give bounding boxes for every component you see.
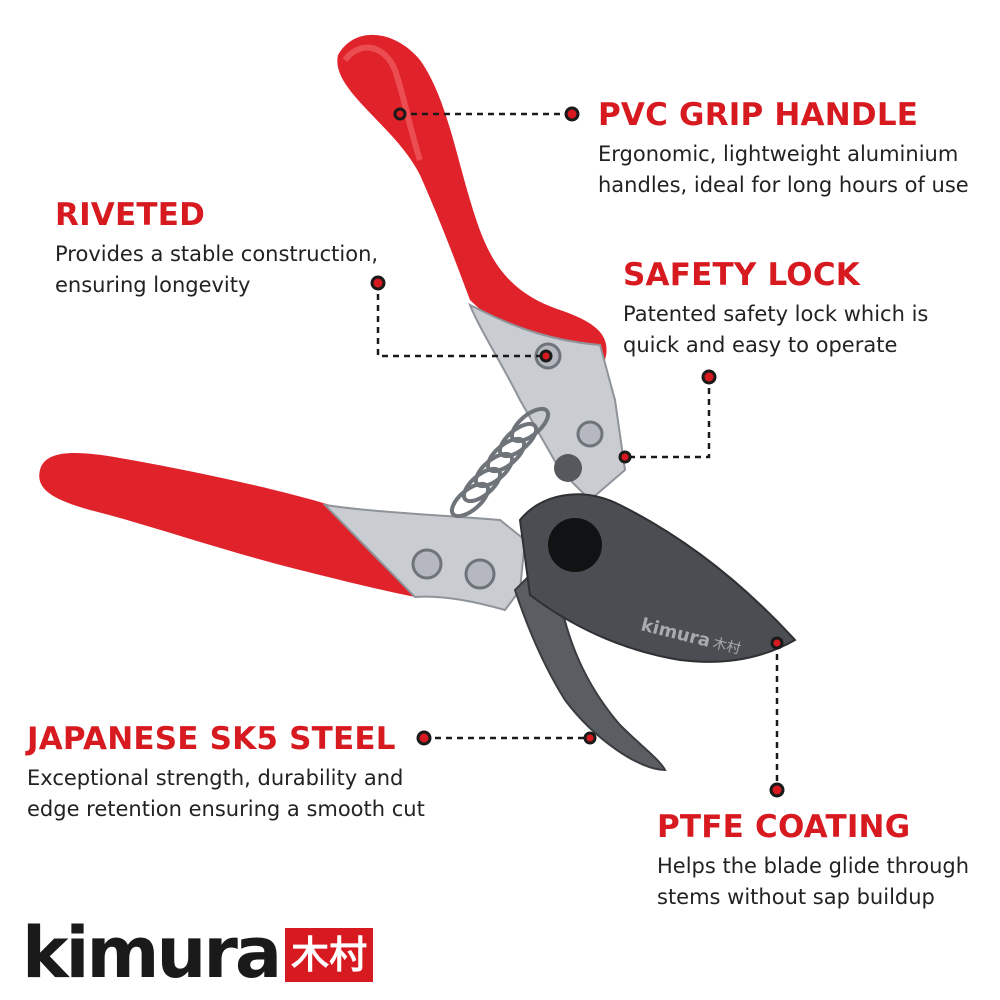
anvil-blade — [513, 558, 667, 772]
callout-title: JAPANESE SK5 STEEL — [27, 721, 396, 757]
callout-title: SAFETY LOCK — [623, 257, 861, 293]
safety-lock-knob — [554, 454, 582, 482]
callout-dot — [370, 275, 386, 291]
callout-dot — [416, 730, 432, 746]
callout-dot — [564, 106, 580, 122]
callout-title: PTFE COATING — [657, 809, 911, 845]
logo-kanji-badge: 木村 — [285, 928, 374, 982]
callout-description: Patented safety lock which is quick and … — [623, 302, 929, 357]
callout-safety-lock: SAFETY LOCK Patented safety lock which i… — [623, 260, 928, 361]
callout-pvc-grip: PVC GRIP HANDLE Ergonomic, lightweight a… — [598, 100, 969, 201]
callout-dot — [539, 349, 553, 363]
blade-kanji-marking: 木村 — [711, 635, 742, 657]
leader-riveted — [376, 283, 546, 358]
callout-dot — [583, 731, 597, 745]
upper-metal-arm — [468, 302, 627, 502]
logo-wordmark: kimura — [22, 912, 282, 994]
callout-description: Helps the blade glide through stems with… — [657, 854, 970, 909]
callout-ptfe-coating: PTFE COATING Helps the blade glide throu… — [657, 812, 969, 913]
lower-handle — [39, 453, 415, 597]
pivot-bolt — [548, 518, 602, 572]
callout-sk5-steel: JAPANESE SK5 STEEL Exceptional strength,… — [27, 724, 425, 825]
callout-title: RIVETED — [55, 197, 206, 233]
callout-description: Provides a stable construction, ensuring… — [55, 242, 379, 297]
spring — [449, 406, 551, 519]
screw — [411, 548, 443, 580]
callout-dot — [618, 450, 632, 464]
callout-dot — [701, 369, 717, 385]
callout-dot — [769, 782, 785, 798]
screw — [464, 558, 496, 590]
callout-description: Ergonomic, lightweight aluminium handles… — [598, 142, 969, 197]
callout-title: PVC GRIP HANDLE — [598, 97, 919, 133]
callout-description: Exceptional strength, durability and edg… — [27, 766, 425, 821]
callout-dot — [770, 636, 784, 650]
rivet — [576, 420, 604, 448]
callout-riveted: RIVETED Provides a stable construction, … — [55, 200, 378, 301]
leader-safety-lock — [625, 377, 711, 459]
callout-dot — [393, 107, 407, 121]
